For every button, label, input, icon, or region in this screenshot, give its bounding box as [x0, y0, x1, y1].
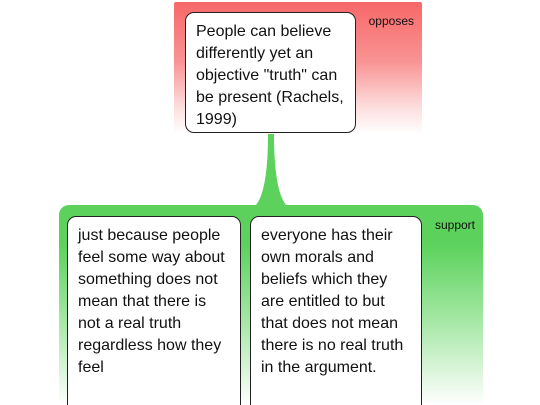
reason-card-1[interactable]: just because people feel some way about …: [67, 216, 241, 405]
reason-text-1: just because people feel some way about …: [78, 227, 225, 376]
reason-card-2[interactable]: everyone has their own morals and belief…: [250, 216, 422, 405]
claim-card[interactable]: People can believe differently yet an ob…: [185, 12, 356, 133]
opposes-label: opposes: [368, 14, 414, 28]
support-label: support: [434, 218, 475, 232]
claim-text: People can believe differently yet an ob…: [196, 23, 344, 128]
reason-text-2: everyone has their own morals and belief…: [261, 227, 404, 376]
